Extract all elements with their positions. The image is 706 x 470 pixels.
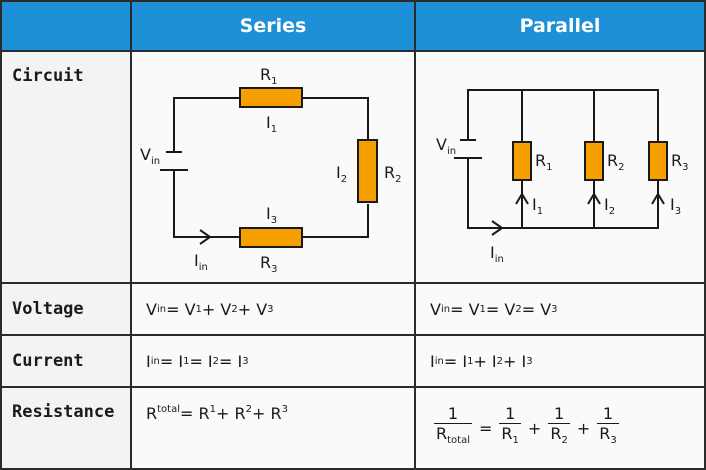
row-label-current: Current [0, 336, 132, 388]
series-resistor-r1 [239, 87, 303, 108]
series-label-vin: Vin [140, 145, 160, 167]
parallel-label-iin: Iin [490, 243, 504, 265]
parallel-resistor-r3 [648, 141, 668, 181]
parallel-circuit-cell: Vin Iin R1 R2 R3 I1 I2 I3 [416, 52, 706, 284]
series-label-r3: R3 [260, 253, 278, 275]
parallel-label-i2: I2 [604, 195, 615, 217]
parallel-label-i1: I1 [532, 195, 543, 217]
parallel-wires [454, 89, 665, 236]
series-resistor-r3 [239, 227, 303, 248]
series-label-i3: I3 [266, 204, 277, 226]
parallel-resistor-r1 [512, 141, 532, 181]
row-label-circuit: Circuit [0, 52, 132, 284]
fraction-total: 1 Rtotal [434, 405, 472, 451]
series-label-iin: Iin [194, 251, 208, 273]
row-label-resistance: Resistance [0, 388, 132, 470]
series-circuit-diagram: R1 I1 I2 R2 I3 R3 Vin Iin [140, 65, 402, 275]
series-header: Series [132, 0, 416, 52]
series-wires [160, 97, 369, 245]
series-label-i2: I2 [336, 163, 347, 185]
series-resistor-r2 [357, 139, 378, 203]
parallel-header: Parallel [416, 0, 706, 52]
series-label-r2: R2 [384, 163, 402, 185]
series-circuit-cell: R1 I1 I2 R2 I3 R3 Vin Iin [132, 52, 416, 284]
parallel-label-vin: Vin [436, 135, 456, 157]
fraction-r2: 1 R2 [548, 405, 570, 451]
parallel-label-i3: I3 [670, 195, 681, 217]
fraction-r3: 1 R3 [597, 405, 619, 451]
corner-header [0, 0, 132, 52]
series-label-r1: R1 [260, 65, 278, 87]
series-label-i1: I1 [266, 113, 277, 135]
fraction-r1: 1 R1 [499, 405, 521, 451]
row-label-voltage: Voltage [0, 284, 132, 336]
parallel-resistor-r2 [584, 141, 604, 181]
parallel-label-r2: R2 [607, 151, 625, 173]
parallel-label-r1: R1 [535, 151, 553, 173]
parallel-label-r3: R3 [671, 151, 689, 173]
parallel-resistance-equation: 1 Rtotal = 1 R1 + 1 R2 + 1 R3 [416, 388, 706, 470]
parallel-circuit-diagram: Vin Iin R1 R2 R3 I1 I2 I3 [436, 89, 689, 265]
